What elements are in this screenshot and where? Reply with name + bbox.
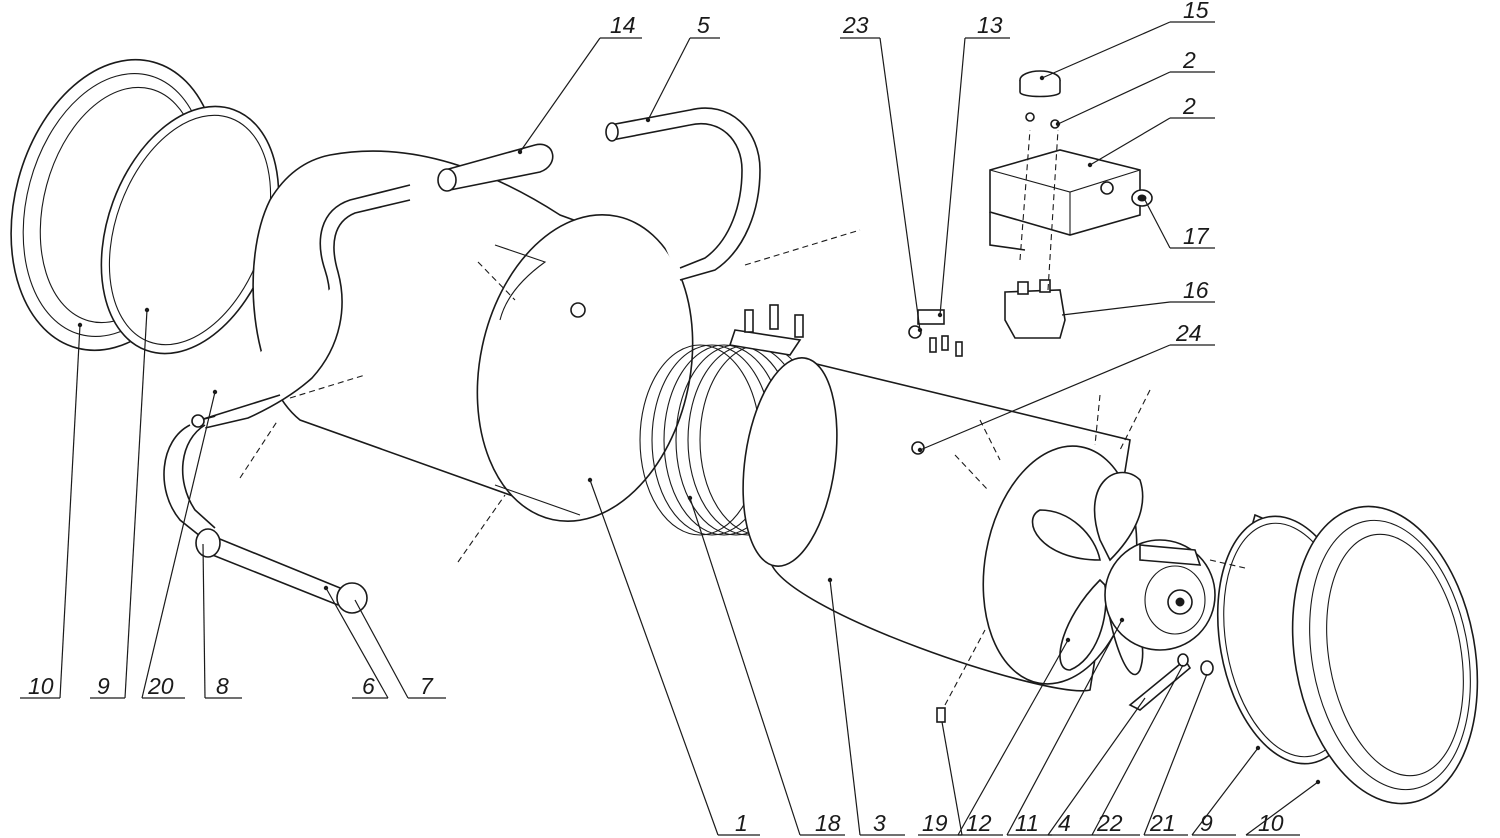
callout-10-left: 10	[28, 673, 54, 699]
screw-20	[191, 394, 281, 428]
housing-body-1	[252, 150, 694, 522]
top-handle-5	[605, 107, 761, 281]
end-cap-7	[336, 582, 368, 614]
callout-21: 21	[1149, 810, 1176, 836]
frame-tube-left	[163, 184, 411, 541]
callout-24: 24	[1175, 320, 1202, 346]
callout-9-left: 9	[97, 673, 110, 699]
switch-16	[1004, 279, 1066, 339]
nut-24	[911, 441, 925, 455]
terminals-13	[929, 335, 963, 357]
collar-8	[195, 528, 221, 558]
callout-16: 16	[1183, 277, 1209, 303]
nut-21	[1200, 660, 1214, 676]
callout-1: 1	[735, 810, 748, 836]
grommet-17	[1131, 189, 1153, 207]
callout-18: 18	[815, 810, 841, 836]
callout-4: 4	[1058, 810, 1071, 836]
screw-19	[936, 707, 946, 723]
callout-11: 11	[1015, 810, 1039, 836]
control-box-2	[989, 149, 1141, 251]
callout-10-right: 10	[1258, 810, 1284, 836]
leader-lines	[20, 21, 1321, 836]
assembly-lines	[239, 129, 1246, 706]
bottom-handle-6	[204, 534, 346, 606]
knob-15	[1019, 70, 1061, 98]
callout-6: 6	[362, 673, 375, 699]
callout-3: 3	[873, 810, 886, 836]
callout-17: 17	[1183, 223, 1210, 249]
callout-15: 15	[1183, 0, 1209, 23]
callout-20: 20	[147, 673, 174, 699]
callout-7: 7	[420, 673, 434, 699]
front-ring-10-right	[1291, 505, 1479, 805]
callout-5: 5	[697, 12, 710, 38]
callout-8: 8	[216, 673, 229, 699]
callout-12: 12	[966, 810, 992, 836]
callout-13: 13	[977, 12, 1003, 38]
callout-labels: 14 5 23 13 15 2 2 17 16 24 10 9 20 8 6 7…	[28, 0, 1284, 836]
callout-2-screw: 2	[1182, 47, 1196, 73]
washer-22	[1177, 653, 1189, 667]
callout-22: 22	[1096, 810, 1123, 836]
callout-14: 14	[610, 12, 636, 38]
motor-11	[1104, 539, 1216, 651]
screw-2	[1025, 112, 1060, 129]
callout-19: 19	[922, 810, 948, 836]
handle-grip-14	[437, 143, 554, 192]
callout-23: 23	[842, 12, 869, 38]
callout-9-right: 9	[1200, 810, 1213, 836]
callout-2-box: 2	[1182, 93, 1196, 119]
